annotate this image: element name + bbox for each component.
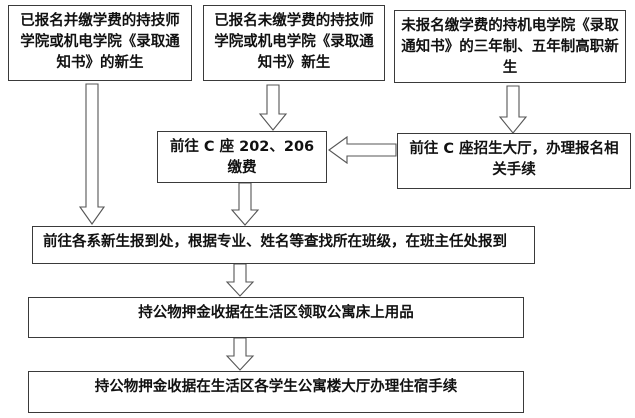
node-text: 前往 C 座招生大厅，办理报名相关手续 <box>409 141 619 178</box>
node-text: 已报名并缴学费的持技师学院或机电学院《录取通知书》的新生 <box>20 13 180 71</box>
node-text: 持公物押金收据在生活区领取公寓床上用品 <box>138 305 414 321</box>
node-enrollment-hall: 前往 C 座招生大厅，办理报名相关手续 <box>397 133 631 189</box>
node-text: 已报名未缴学费的持技师学院或机电学院《录取通知书》新生 <box>214 13 374 71</box>
node-text: 持公物押金收据在生活区各学生公寓楼大厅办理住宿手续 <box>94 378 458 395</box>
node-collect-bedding: 持公物押金收据在生活区领取公寓床上用品 <box>28 297 524 338</box>
node-registered-paid: 已报名并缴学费的持技师学院或机电学院《录取通知书》的新生 <box>8 5 192 81</box>
arrow-registered-paid-to-department-report <box>78 83 106 225</box>
arrow-registered-unpaid-to-pay-fees <box>258 84 288 131</box>
node-registered-unpaid: 已报名未缴学费的持技师学院或机电学院《录取通知书》新生 <box>203 5 385 81</box>
node-text: 未报名缴学费的持机电学院《录取通知书》的三年制、五年制高职新生 <box>401 18 619 76</box>
node-dorm-checkin: 持公物押金收据在生活区各学生公寓楼大厅办理住宿手续 <box>28 371 524 413</box>
arrow-pay-fees-to-department-report <box>230 182 260 226</box>
arrow-enrollment-hall-to-pay-fees <box>328 135 397 165</box>
node-text: 前往 C 座 202、206 缴费 <box>169 139 315 176</box>
arrow-department-report-to-collect-bedding <box>225 263 255 297</box>
node-text: 前往各系新生报到处，根据专业、姓名等查找所在班级，在班主任处报到 <box>43 234 507 250</box>
node-department-report: 前往各系新生报到处，根据专业、姓名等查找所在班级，在班主任处报到 <box>32 226 535 264</box>
arrow-collect-bedding-to-dorm-checkin <box>225 337 255 371</box>
node-pay-fees: 前往 C 座 202、206 缴费 <box>157 131 327 183</box>
node-unregistered: 未报名缴学费的持机电学院《录取通知书》的三年制、五年制高职新生 <box>394 10 626 83</box>
arrow-unregistered-to-enrollment-hall <box>498 85 528 134</box>
